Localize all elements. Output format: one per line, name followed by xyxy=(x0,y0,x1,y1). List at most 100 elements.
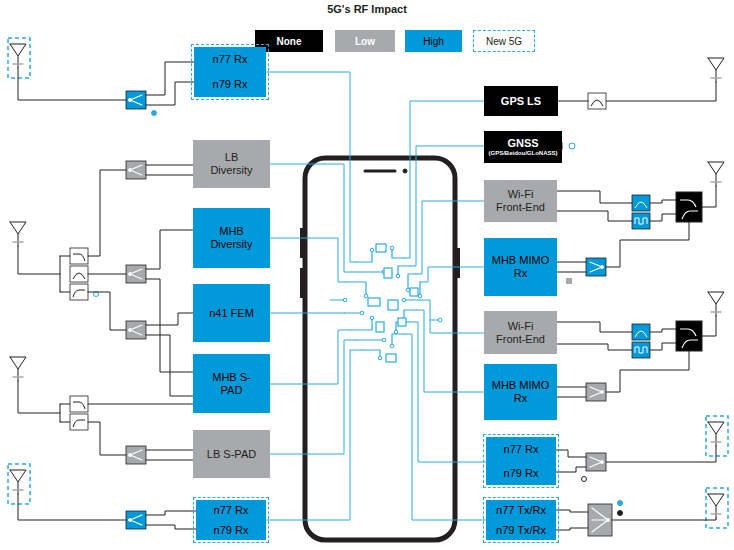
chip-pad xyxy=(370,316,374,320)
chip-pad xyxy=(378,356,382,360)
module-label: n79 Rx xyxy=(213,78,248,91)
switch-symbol xyxy=(601,461,604,464)
diplexer-symbol xyxy=(680,200,696,207)
wire xyxy=(88,292,126,330)
module-box: GPS LS xyxy=(484,86,558,116)
new-5g-module: n77 Rxn79 Rx xyxy=(486,437,556,485)
chip-part xyxy=(384,268,392,278)
antenna-symbol xyxy=(708,162,724,174)
antenna-symbol xyxy=(708,494,724,506)
tuner-symbol xyxy=(711,441,721,443)
chip-trace xyxy=(356,250,372,262)
filter-symbol xyxy=(70,414,88,430)
tuner-symbol xyxy=(711,77,721,79)
legend-label: High xyxy=(423,36,444,47)
diplexer-symbol xyxy=(682,211,698,219)
chip-trace xyxy=(356,339,384,340)
legend-label: None xyxy=(277,36,302,47)
wire xyxy=(60,256,70,257)
antenna-symbol xyxy=(10,222,26,234)
signal-line xyxy=(420,300,484,333)
signal-line xyxy=(270,164,352,272)
filter-symbol xyxy=(632,195,650,211)
wire xyxy=(556,450,586,457)
marker-dot xyxy=(152,111,157,116)
chip-pad xyxy=(438,318,442,322)
signal-line xyxy=(270,340,356,454)
antenna-symbol xyxy=(10,470,26,482)
chip-part xyxy=(376,244,386,252)
tuner-symbol xyxy=(711,181,721,183)
module-label: n77 Rx xyxy=(213,53,248,66)
switch-symbol xyxy=(129,329,132,332)
module-label: GPS LS xyxy=(501,95,541,108)
wire xyxy=(146,511,196,515)
module-label: n79 Tx/Rx xyxy=(496,524,546,537)
switch-symbol xyxy=(126,265,146,283)
wire xyxy=(146,450,193,451)
wire xyxy=(612,518,716,520)
wire xyxy=(557,322,632,332)
marker-dot xyxy=(618,501,623,506)
wire xyxy=(606,82,716,101)
switch-symbol xyxy=(586,383,606,401)
signal-line xyxy=(410,322,486,462)
chip-pad xyxy=(390,344,394,348)
filter-symbol xyxy=(635,202,647,208)
module-box: Wi-Fi Front-End xyxy=(484,311,557,354)
filter-symbol xyxy=(635,347,647,353)
wire xyxy=(606,351,689,392)
module-label: n77 Tx/Rx xyxy=(496,504,546,517)
signal-line xyxy=(266,72,356,262)
wire xyxy=(146,460,193,461)
module-label: MHB MIMO Rx xyxy=(492,254,550,279)
wire xyxy=(60,404,61,422)
wire xyxy=(702,186,716,207)
module-box: LB S-PAD xyxy=(193,430,270,478)
chip-pad xyxy=(370,248,374,252)
tuner-symbol xyxy=(13,241,23,243)
switch-symbol xyxy=(129,99,132,102)
wire xyxy=(557,262,586,263)
chip-trace xyxy=(392,248,404,258)
module-box: MHB MIMO Rx xyxy=(484,238,557,296)
wire xyxy=(18,68,126,100)
wire xyxy=(557,191,632,203)
filter-symbol xyxy=(632,324,650,340)
phone-button xyxy=(456,248,460,278)
new-5g-outline xyxy=(706,488,728,528)
chip-trace xyxy=(350,318,372,330)
wire xyxy=(60,404,70,405)
chip-pad xyxy=(364,294,368,298)
signal-line xyxy=(416,310,484,392)
chip-part xyxy=(398,318,406,326)
chip-pad xyxy=(406,288,410,292)
chip-pad xyxy=(382,338,386,342)
legend-swatch: High xyxy=(405,30,462,52)
module-label: n79 Rx xyxy=(214,524,249,537)
chip-pad xyxy=(394,330,398,334)
phone-button xyxy=(300,228,304,258)
diplexer-symbol xyxy=(680,329,696,336)
antenna-symbol xyxy=(716,434,717,446)
switch-symbol xyxy=(607,519,610,522)
chip-pad xyxy=(390,246,394,250)
diplexer-symbol xyxy=(682,340,698,348)
module-label: LB Diversity xyxy=(203,151,261,176)
switch-symbol xyxy=(126,321,146,339)
signal-line xyxy=(270,330,350,384)
switch-symbol xyxy=(126,511,146,529)
module-label: MHB MIMO Rx xyxy=(492,379,550,404)
chip-part xyxy=(386,354,396,362)
legend-label: Low xyxy=(355,36,375,47)
chip-pad xyxy=(360,311,364,315)
antenna-symbol xyxy=(708,58,724,70)
legend-swatch: Low xyxy=(335,30,395,52)
phone-speaker xyxy=(365,170,395,173)
filter-symbol xyxy=(73,254,85,261)
chip-part xyxy=(368,298,380,306)
filter-symbol xyxy=(635,331,647,337)
wire xyxy=(88,422,126,455)
chip-pad xyxy=(418,294,422,298)
wire xyxy=(146,335,193,396)
